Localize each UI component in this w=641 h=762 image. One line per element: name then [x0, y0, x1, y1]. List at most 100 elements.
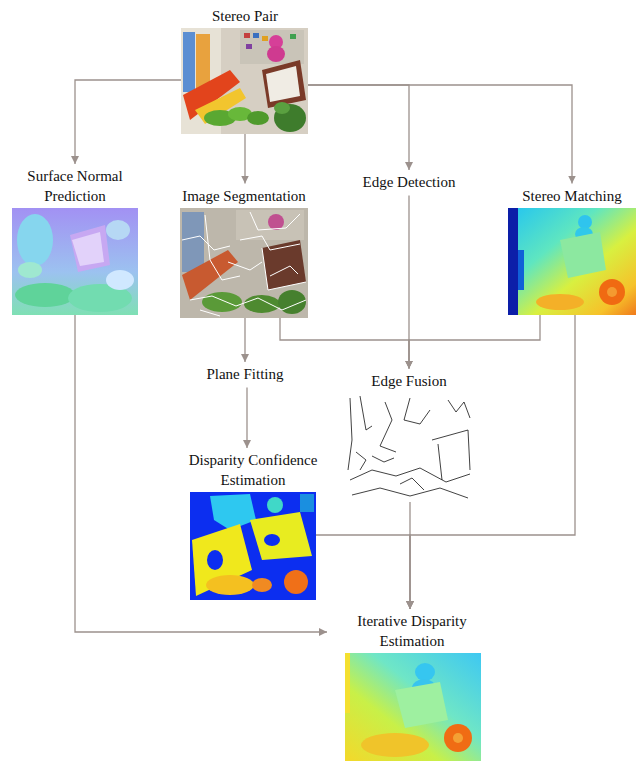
stereo-pair-photo-part: [183, 32, 195, 92]
confidence-map-part: [252, 578, 272, 592]
stereo-pair-photo-part: [262, 60, 306, 108]
stereo-pair-photo-part: [244, 33, 250, 38]
flow-arrow: [408, 196, 409, 369]
flow-arrow: [244, 318, 245, 362]
flow-arrow: [409, 315, 540, 369]
refined-disparity-map-part: [345, 653, 481, 761]
flow-arrow: [75, 80, 181, 164]
confidence-map-part: [267, 497, 283, 513]
confidence-map-part: [190, 492, 316, 600]
surface-normal-map: [12, 208, 138, 315]
disparity-map-part: [599, 279, 625, 305]
edge-map-part: [348, 396, 470, 498]
stereo-pair-photo-part: [267, 46, 285, 62]
stereo-pair-photo-part: [247, 111, 269, 125]
surface-normal-map-part: [12, 208, 138, 315]
refined-disparity-map: [345, 653, 481, 761]
segmentation-map-part: [202, 292, 242, 312]
stereo-pair-photo-part: [262, 36, 268, 41]
disparity-map-part: [508, 208, 518, 315]
surface-normal-map-part: [17, 214, 53, 266]
segmentation-map-part: [268, 214, 284, 230]
step-title: Stereo Pair: [175, 7, 315, 27]
step-title: Image Segmentation: [169, 187, 319, 207]
disparity-map-part: [518, 250, 524, 290]
image-frame: [12, 208, 138, 315]
segmentation-map-part: [182, 212, 204, 272]
illustrated-step: Surface Normal Prediction: [10, 164, 140, 315]
confidence-map: [190, 492, 316, 600]
flow-arrow: [244, 134, 245, 184]
flow-arrow: [75, 315, 327, 632]
flow-arrow: [308, 85, 409, 170]
image-frame: [180, 208, 308, 318]
step-title: Iterative Disparity Estimation: [327, 612, 497, 651]
step-title: Disparity Confidence Estimation: [163, 451, 343, 490]
image-frame: [190, 492, 316, 600]
illustrated-step: Stereo Pair: [175, 4, 315, 135]
segmentation-map-part: [182, 212, 306, 316]
stereo-pair-photo-part: [290, 34, 296, 39]
disparity-map-part: [578, 215, 592, 229]
image-frame: [181, 28, 308, 134]
image-frame: [345, 653, 481, 761]
disparity-map-part: [508, 208, 636, 315]
flow-arrow: [410, 315, 575, 609]
illustrated-step: Disparity Confidence Estimation: [163, 448, 343, 600]
edge-map-part: [345, 393, 472, 502]
refined-disparity-map-part: [395, 682, 448, 728]
confidence-map-part: [206, 575, 254, 595]
surface-normal-map-part: [70, 225, 110, 272]
illustrated-step: Image Segmentation: [169, 184, 319, 319]
surface-normal-map-part: [106, 220, 130, 240]
refined-disparity-map-part: [444, 724, 472, 752]
process-step: Edge Detection: [349, 170, 469, 196]
step-title: Stereo Matching: [508, 187, 636, 207]
image-frame: [345, 393, 472, 502]
segmentation-map-part: [180, 208, 308, 318]
stereo-pair-photo: [181, 28, 308, 134]
confidence-map-part: [250, 512, 312, 560]
illustrated-step: Edge Fusion: [344, 369, 474, 503]
surface-normal-map-part: [72, 232, 104, 266]
stereo-pair-photo-part: [196, 34, 210, 89]
refined-disparity-map-part: [361, 733, 429, 757]
confidence-map-part: [284, 570, 308, 594]
flow-arrow: [246, 388, 247, 449]
flow-arrow: [316, 535, 410, 609]
step-title: Edge Fusion: [344, 372, 474, 392]
process-step: Plane Fitting: [190, 362, 300, 388]
surface-normal-map-part: [15, 283, 75, 307]
confidence-map-part: [300, 494, 314, 512]
flow-arrow: [280, 318, 409, 369]
disparity-map: [508, 208, 636, 315]
edge-map: [345, 393, 472, 502]
flow-arrow: [308, 85, 572, 184]
confidence-map-part: [207, 550, 223, 570]
stereo-pair-photo-part: [181, 28, 308, 134]
surface-normal-map-part: [18, 262, 42, 278]
refined-disparity-map-part: [415, 663, 435, 681]
disparity-map-part: [607, 287, 617, 297]
illustrated-step: Stereo Matching: [508, 184, 636, 316]
confidence-map-part: [210, 494, 256, 530]
image-frame: [508, 208, 636, 315]
step-title: Surface Normal Prediction: [10, 167, 140, 206]
confidence-map-part: [264, 534, 280, 546]
disparity-map-part: [536, 294, 584, 310]
stereo-pair-photo-part: [240, 30, 304, 64]
stereo-pair-photo-part: [266, 66, 300, 102]
segmentation-map: [180, 208, 308, 318]
refined-disparity-map-part: [345, 653, 350, 713]
step-title: Plane Fitting: [190, 365, 300, 385]
stereo-pair-photo-part: [246, 44, 252, 49]
segmentation-map-part: [236, 210, 304, 240]
refined-disparity-map-part: [453, 733, 463, 743]
stereo-pair-photo-part: [253, 33, 259, 38]
surface-normal-map-part: [106, 270, 134, 290]
illustrated-step: Iterative Disparity Estimation: [327, 609, 497, 761]
stereo-pair-photo-part: [274, 102, 290, 114]
